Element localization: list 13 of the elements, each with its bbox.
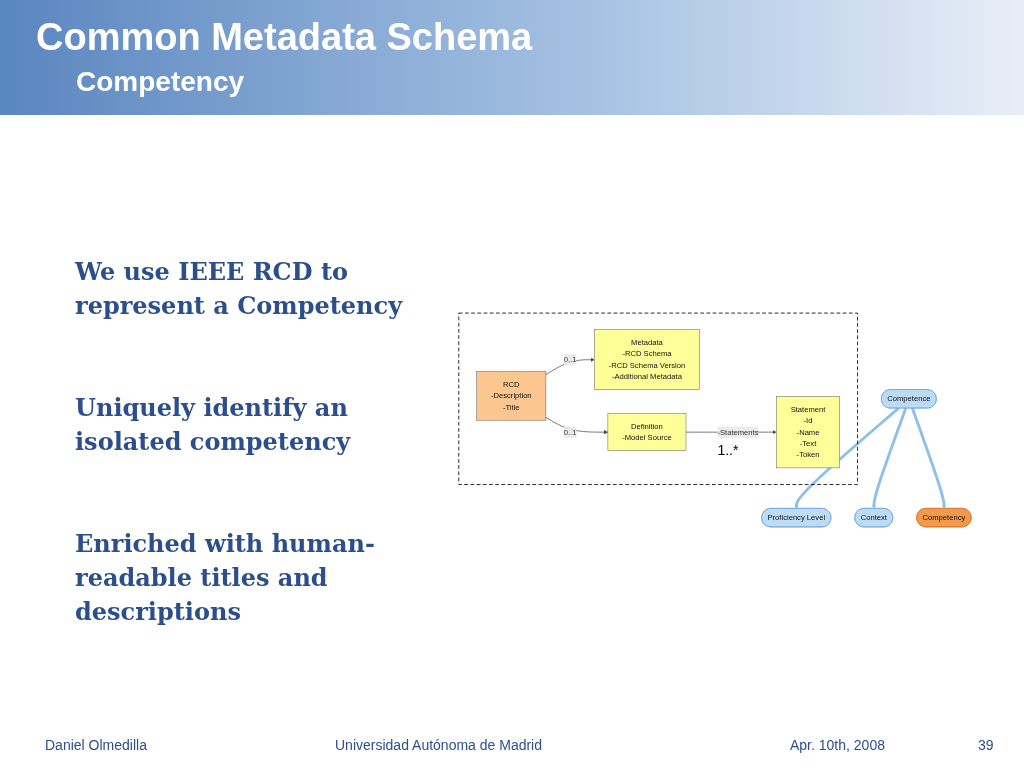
slide-subtitle: Competency bbox=[76, 66, 245, 98]
bullet-text: We use IEEE RCD to represent a Competency bbox=[75, 256, 404, 322]
footer-text: Universidad Autónoma de Madrid bbox=[335, 737, 542, 753]
slide-title: Common Metadata Schema bbox=[36, 16, 533, 59]
arrow bbox=[911, 407, 947, 509]
arrow bbox=[871, 407, 908, 509]
arrow bbox=[794, 407, 900, 509]
bullet-text: Enriched with human-readable titles and descriptions bbox=[75, 528, 376, 628]
bullet-text: Uniquely identify an isolated competency bbox=[75, 392, 352, 458]
cluster bbox=[458, 312, 859, 485]
page-number: 39 bbox=[978, 737, 994, 753]
footer-text: Apr. 10th, 2008 bbox=[790, 737, 885, 753]
footer-text: Daniel Olmedilla bbox=[45, 737, 147, 753]
